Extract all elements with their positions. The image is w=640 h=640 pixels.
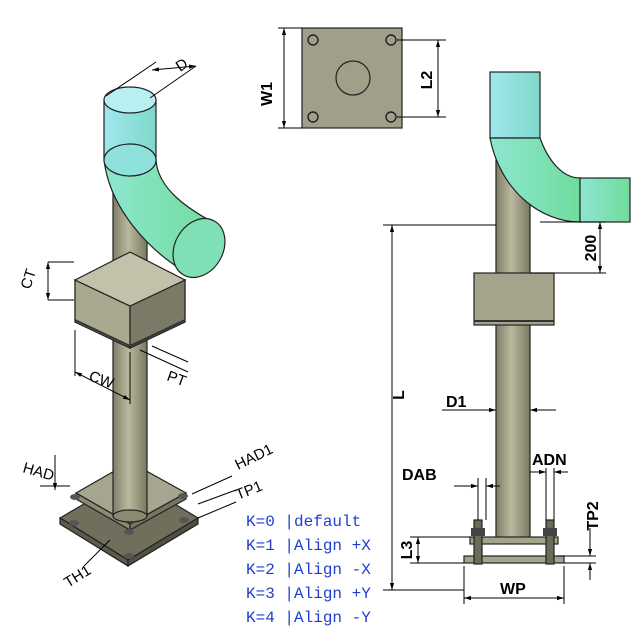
side-view <box>463 71 631 565</box>
iso-anchor-bolts <box>69 493 189 559</box>
dim-label-tp2: TP2 <box>585 501 602 530</box>
dim-label-dab: DAB <box>402 467 437 484</box>
legend-item: K=3 |Align +Y <box>246 585 371 603</box>
dim-label-l: L <box>391 390 408 400</box>
side-collar <box>473 272 555 326</box>
dim-label-d: D <box>173 55 192 75</box>
iso-elbow-pipe <box>103 86 226 279</box>
dim-label-th1: TH1 <box>61 562 94 591</box>
side-elbow-pipe <box>489 71 631 223</box>
dim-label-tp1: TP1 <box>233 478 265 504</box>
top-view-pipe-circle <box>335 60 371 96</box>
dim-label-ct: CT <box>18 267 40 291</box>
dim-label-wp: WP <box>500 581 526 598</box>
top-view <box>301 27 403 129</box>
iso-dimensions <box>40 61 237 567</box>
dim-label-l3: L3 <box>399 541 416 560</box>
legend-item: K=4 |Align -Y <box>246 609 371 627</box>
dim-label-pt: PT <box>165 368 189 391</box>
top-view-dimensions <box>278 27 446 129</box>
dim-label-had1: HAD1 <box>232 441 275 474</box>
legend-item: K=2 |Align -X <box>246 561 371 579</box>
dim-label-d1: D1 <box>446 394 467 411</box>
dim-label-l2: L2 <box>419 71 436 90</box>
legend-item: K=1 |Align +X <box>246 537 371 555</box>
alignment-legend: K=0 |default K=1 |Align +X K=2 |Align -X… <box>246 510 371 630</box>
dim-label-had: HAD <box>21 460 56 485</box>
dim-label-w1: W1 <box>259 82 276 106</box>
isometric-view <box>58 86 226 568</box>
side-post <box>495 159 531 539</box>
iso-collar <box>73 251 187 349</box>
side-view-dimensions <box>383 221 606 604</box>
dim-label-adn: ADN <box>532 452 567 469</box>
side-base <box>463 519 565 565</box>
dim-label-cw: CW <box>87 368 117 393</box>
dim-label-offset: 200 <box>583 235 600 262</box>
legend-item: K=0 |default <box>246 513 362 531</box>
